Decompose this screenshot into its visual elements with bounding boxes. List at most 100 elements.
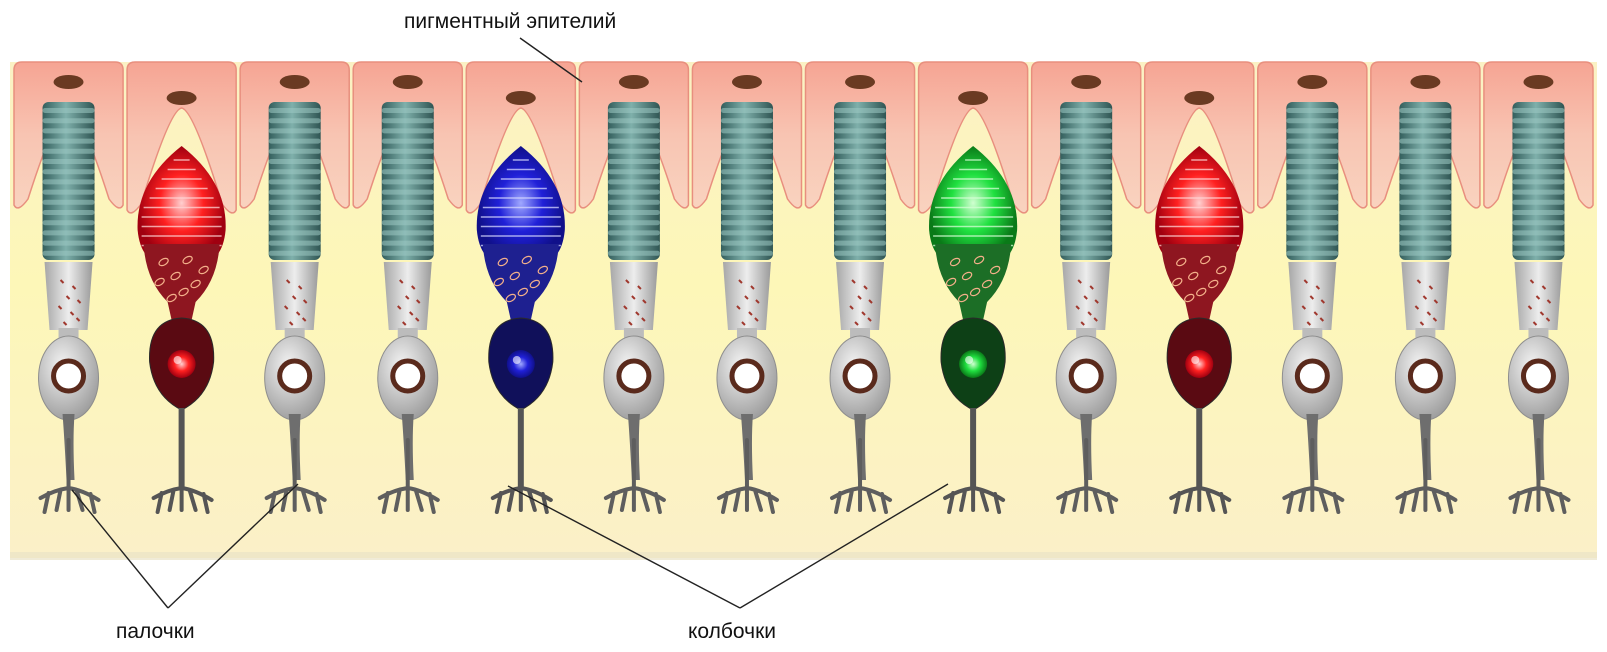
rod-disc [269,118,321,123]
rod-disc [834,128,886,133]
melanin-granule [54,75,84,89]
rod-disc [1060,251,1112,256]
rod-disc [834,179,886,184]
cone-nucleus-highlight [1191,356,1199,364]
rod-disc [1399,251,1451,256]
rod-disc [1060,149,1112,154]
rod-disc [721,200,773,205]
rod-disc [269,190,321,195]
rod-disc [1286,200,1338,205]
rod-nucleus [732,361,762,391]
rod-disc [721,128,773,133]
rod-disc [382,118,434,123]
melanin-granule [732,75,762,89]
rod-inner-segment [723,262,771,330]
melanin-granule [845,75,875,89]
rod-disc [1060,200,1112,205]
rod-disc [1399,149,1451,154]
rod-inner-segment [271,262,319,330]
melanin-granule [506,91,536,105]
rod-disc [608,241,660,246]
rod-disc [1060,179,1112,184]
rod-disc [269,220,321,225]
rod-disc [721,251,773,256]
rod-disc [1060,210,1112,215]
rod-disc [382,241,434,246]
rod-nucleus [1523,361,1553,391]
rod-disc [834,241,886,246]
rod-disc [1399,230,1451,235]
rod-disc [834,251,886,256]
melanin-granule [280,75,310,89]
rod-nucleus [54,361,84,391]
rod-disc [1399,169,1451,174]
melanin-granule [393,75,423,89]
rod-disc [1060,128,1112,133]
rod-disc [608,200,660,205]
rod-disc [382,139,434,144]
rod-disc [1399,190,1451,195]
rod-disc [43,251,95,256]
rod-disc [1286,190,1338,195]
rod-disc [382,169,434,174]
rod-disc [721,149,773,154]
rod-disc [1060,159,1112,164]
cone-nucleus [1185,350,1213,378]
rod-disc [721,169,773,174]
rod-disc [1512,190,1564,195]
rod-disc [1286,128,1338,133]
rod-disc [608,118,660,123]
rod-disc [1060,230,1112,235]
rod-disc [1286,179,1338,184]
rod-disc [382,179,434,184]
rod-disc [1512,169,1564,174]
rod-disc [1512,108,1564,113]
rod-disc [721,179,773,184]
rod-disc [1512,159,1564,164]
rod-disc [382,210,434,215]
retina-bottom-shadow [10,552,1597,560]
rod-disc [269,251,321,256]
rod-inner-segment [1062,262,1110,330]
rod-inner-segment [1514,262,1562,330]
rod-disc [382,159,434,164]
rod-disc [269,159,321,164]
rod-disc [43,220,95,225]
rod-disc [1286,220,1338,225]
rod-nucleus [619,361,649,391]
rod-disc [1060,169,1112,174]
rod-disc [608,149,660,154]
rod-disc [834,190,886,195]
rod-disc [1399,200,1451,205]
rod-disc [608,169,660,174]
rod-disc [43,179,95,184]
rod-disc [269,210,321,215]
rod-nucleus [845,361,875,391]
rod-disc [269,139,321,144]
rod-disc [834,230,886,235]
rod-inner-segment [45,262,93,330]
rod-disc [1512,179,1564,184]
rod-disc [269,230,321,235]
rod-disc [1286,230,1338,235]
rod-disc [1060,190,1112,195]
rod-disc [43,169,95,174]
pigment-epithelium-label: пигментный эпителий [404,10,616,33]
rod-disc [1060,241,1112,246]
rod-disc [1512,220,1564,225]
rod-disc [1399,241,1451,246]
rod-disc [43,108,95,113]
rod-disc [382,108,434,113]
rod-nucleus [1410,361,1440,391]
rod-disc [382,200,434,205]
rod-disc [1512,200,1564,205]
rod-disc [721,139,773,144]
rod-disc [269,108,321,113]
melanin-granule [1523,75,1553,89]
rod-disc [269,149,321,154]
rod-disc [382,251,434,256]
rod-disc [1512,149,1564,154]
rod-disc [721,190,773,195]
rod-disc [43,241,95,246]
rod-disc [608,108,660,113]
